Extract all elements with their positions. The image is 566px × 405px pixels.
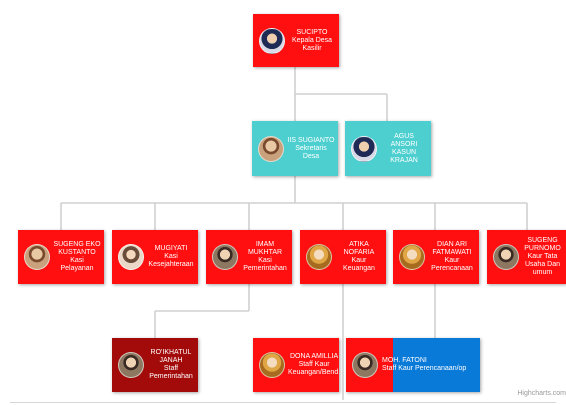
node-title: Kepala Desa Kasilir: [291, 36, 333, 52]
person-photo-icon: [399, 244, 425, 270]
connector-lines: [60, 67, 528, 400]
node-title: Kaur Keuangan: [343, 257, 375, 272]
person-photo-icon: [259, 352, 285, 378]
node-name: SUGENG PURNOMO: [524, 237, 561, 252]
node-title: KASUN KRAJAN: [390, 148, 418, 164]
node-name: MOH. FATONI: [382, 357, 427, 364]
node-sekretaris-desa[interactable]: IIS SUGIANTO Sekretaris Desa: [252, 121, 338, 176]
person-photo-icon: [306, 244, 332, 270]
node-name: RO'IKHATUL JANAH: [150, 349, 192, 364]
node-staff-keuangan[interactable]: DONA AMILLIA Staff Kaur Keuangan/Bend.: [253, 338, 339, 392]
person-photo-icon: [24, 244, 50, 270]
node-title: Kasi Kesejahteraan: [148, 253, 194, 268]
node-name: MUGIYATI: [154, 245, 188, 252]
node-name: ATIKA NOFARIA: [343, 241, 375, 256]
node-kasun-krajan[interactable]: AGUS ANSORI KASUN KRAJAN: [345, 121, 431, 176]
node-title: Sekretaris Desa: [295, 144, 327, 160]
node-name: IIS SUGIANTO: [287, 136, 335, 144]
person-photo-icon: [258, 135, 284, 162]
person-photo-icon: [351, 135, 377, 162]
node-kepala-desa[interactable]: SUCIPTO Kepala Desa Kasilir: [253, 14, 339, 67]
node-kaur-perencanaan[interactable]: DIAN ARI FATMAWATI Kaur Perencanaan: [393, 230, 479, 284]
person-photo-icon: [352, 352, 378, 378]
credits-link[interactable]: Highcharts.com: [517, 390, 566, 397]
node-name: DONA AMILLIA: [289, 353, 339, 360]
node-staff-pemerintahan[interactable]: RO'IKHATUL JANAH Staff Pemerintahan: [112, 338, 198, 392]
node-kaur-tata-usaha[interactable]: SUGENG PURNOMO Kaur Tata Usaha Dan umum: [487, 230, 566, 284]
node-kasi-pelayanan[interactable]: SUGENG EKO KUSTANTO Kasi Pelayanan: [18, 230, 104, 284]
person-photo-icon: [259, 27, 285, 54]
node-name: DIAN ARI FATMAWATI: [432, 241, 472, 256]
node-title: Kasi Pelayanan: [60, 257, 94, 272]
node-title: Staff Kaur Keuangan/Bend.: [288, 361, 339, 376]
person-photo-icon: [493, 244, 519, 270]
person-photo-icon: [118, 244, 144, 270]
node-staff-perencanaan[interactable]: MOH. FATONI Staff Kaur Perencanaan/op: [346, 338, 480, 392]
node-title: Kaur Tata Usaha Dan umum: [524, 253, 561, 276]
node-name: SUGENG EKO KUSTANTO: [53, 241, 101, 256]
node-kasi-pemerintahan[interactable]: IMAM MUKHTAR Kasi Pemerintahan: [206, 230, 292, 284]
person-photo-icon: [118, 352, 144, 378]
node-title: Kasi Pemerintahan: [243, 257, 287, 272]
node-kaur-keuangan[interactable]: ATIKA NOFARIA Kaur Keuangan: [300, 230, 386, 284]
node-name: SUCIPTO: [296, 28, 328, 36]
node-title: Staff Pemerintahan: [149, 365, 193, 380]
person-photo-icon: [212, 244, 238, 270]
node-kasi-kesejahteraan[interactable]: MUGIYATI Kasi Kesejahteraan: [112, 230, 198, 284]
bottom-divider: [10, 402, 556, 403]
node-title: Staff Kaur Perencanaan/op: [382, 365, 467, 372]
node-name: AGUS ANSORI: [390, 132, 418, 148]
node-name: IMAM MUKHTAR: [247, 241, 283, 256]
node-title: Kaur Perencanaan: [431, 257, 473, 272]
